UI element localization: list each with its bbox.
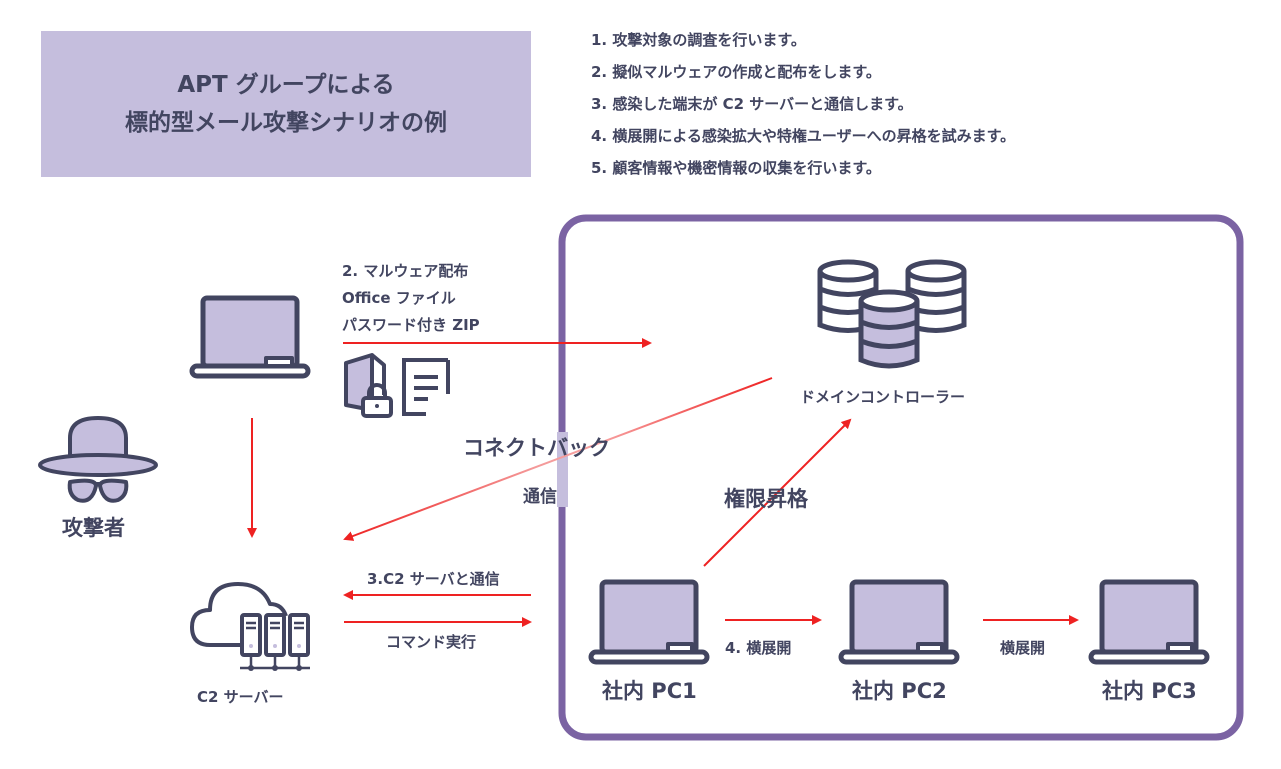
pc2-label: 社内 PC2 bbox=[852, 679, 947, 703]
lateral-movement-label-2: 横展開 bbox=[1000, 639, 1046, 657]
step-item: 5. 顧客情報や機密情報の収集を行います。 bbox=[591, 159, 881, 177]
domain-controller-label: ドメインコントローラー bbox=[800, 388, 966, 406]
malware-label: 2. マルウェア配布 Office ファイル パスワード付き ZIP bbox=[342, 258, 480, 339]
lateral-movement-label-1: 4. 横展開 bbox=[725, 639, 792, 657]
step-item: 4. 横展開による感染拡大や特権ユーザーへの昇格を試みます。 bbox=[591, 127, 1016, 145]
step-list: 1. 攻撃対象の調査を行います。 2. 擬似マルウェアの作成と配布をします。 3… bbox=[591, 28, 1015, 188]
title-line-2: 標的型メール攻撃シナリオの例 bbox=[125, 110, 447, 136]
c2-communication-label: 3.C2 サーバと通信 bbox=[367, 570, 500, 588]
malware-label-line-2: Office ファイル bbox=[342, 289, 456, 307]
boundary-gap bbox=[557, 432, 568, 507]
c2-server-label: C2 サーバー bbox=[197, 688, 284, 706]
step-item: 3. 感染した端末が C2 サーバーと通信します。 bbox=[591, 95, 913, 113]
connect-back-arrow bbox=[343, 377, 773, 541]
command-execution-label: コマンド実行 bbox=[386, 633, 477, 651]
pc1-laptop-icon bbox=[588, 579, 710, 665]
pc1-label: 社内 PC1 bbox=[602, 679, 697, 703]
attacker-label: 攻撃者 bbox=[62, 516, 125, 540]
title-box: APT グループによる 標的型メール攻撃シナリオの例 bbox=[41, 31, 531, 177]
privilege-escalation-label: 権限昇格 bbox=[724, 487, 808, 511]
attacker-laptop-icon bbox=[189, 295, 311, 379]
pc3-label: 社内 PC3 bbox=[1102, 679, 1197, 703]
locked-document-icon bbox=[344, 353, 393, 418]
connect-back-label-2: 通信 bbox=[523, 487, 557, 507]
malware-label-line-1: 2. マルウェア配布 bbox=[342, 262, 469, 280]
malware-label-line-3: パスワード付き ZIP bbox=[342, 316, 480, 334]
connect-back-label: コネクトバック bbox=[463, 436, 610, 460]
privilege-escalation-arrow bbox=[703, 418, 852, 567]
pc2-laptop-icon bbox=[838, 579, 960, 665]
office-file-icon bbox=[402, 358, 450, 416]
title-line-1: APT グループによる bbox=[177, 72, 395, 98]
step-item: 1. 攻撃対象の調査を行います。 bbox=[591, 31, 806, 49]
c2-server-icon bbox=[190, 582, 310, 671]
domain-controller-icon bbox=[817, 259, 967, 369]
attacker-icon bbox=[38, 416, 158, 503]
pc3-laptop-icon bbox=[1088, 579, 1210, 665]
step-item: 2. 擬似マルウェアの作成と配布をします。 bbox=[591, 63, 881, 81]
